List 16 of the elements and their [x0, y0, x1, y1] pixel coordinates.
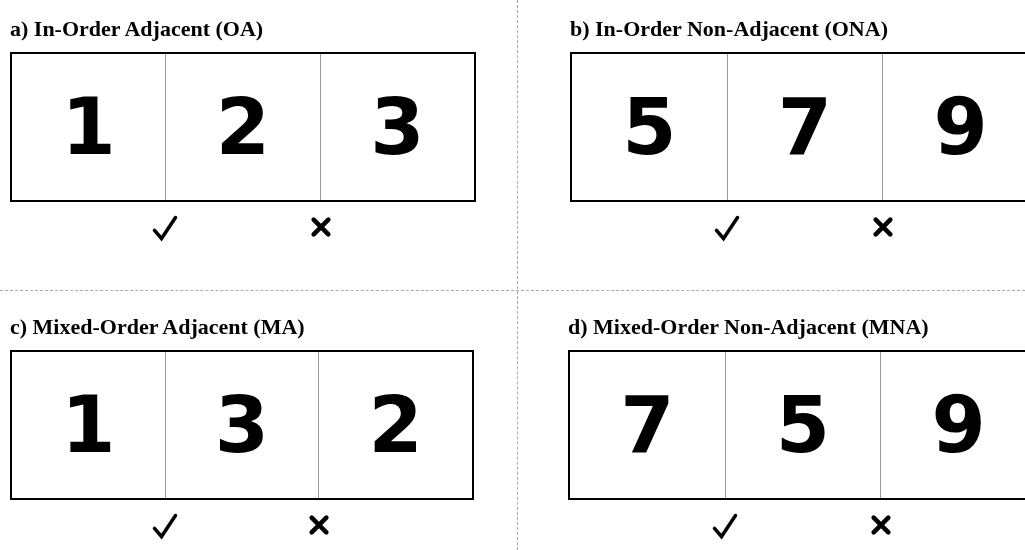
number-cell: 2 [165, 54, 320, 200]
number-cell: 7 [570, 352, 725, 498]
panel-title: c) Mixed-Order Adjacent (MA) [10, 314, 305, 340]
panel-title: a) In-Order Adjacent (OA) [10, 16, 264, 42]
panel-title: b) In-Order Non-Adjacent (ONA) [570, 16, 888, 42]
number-cell: 5 [572, 54, 727, 200]
number-cell: 2 [318, 352, 472, 498]
number-cell: 1 [12, 54, 166, 200]
number-cell: 3 [319, 54, 474, 200]
number-cell: 5 [724, 352, 881, 498]
number-cell: 1 [12, 352, 165, 498]
number-cell: 9 [882, 54, 1025, 200]
number-cell: 3 [164, 352, 319, 498]
number-cell: 7 [726, 54, 883, 200]
panel-title: d) Mixed-Order Non-Adjacent (MNA) [568, 314, 929, 340]
number-cell: 9 [880, 352, 1025, 498]
